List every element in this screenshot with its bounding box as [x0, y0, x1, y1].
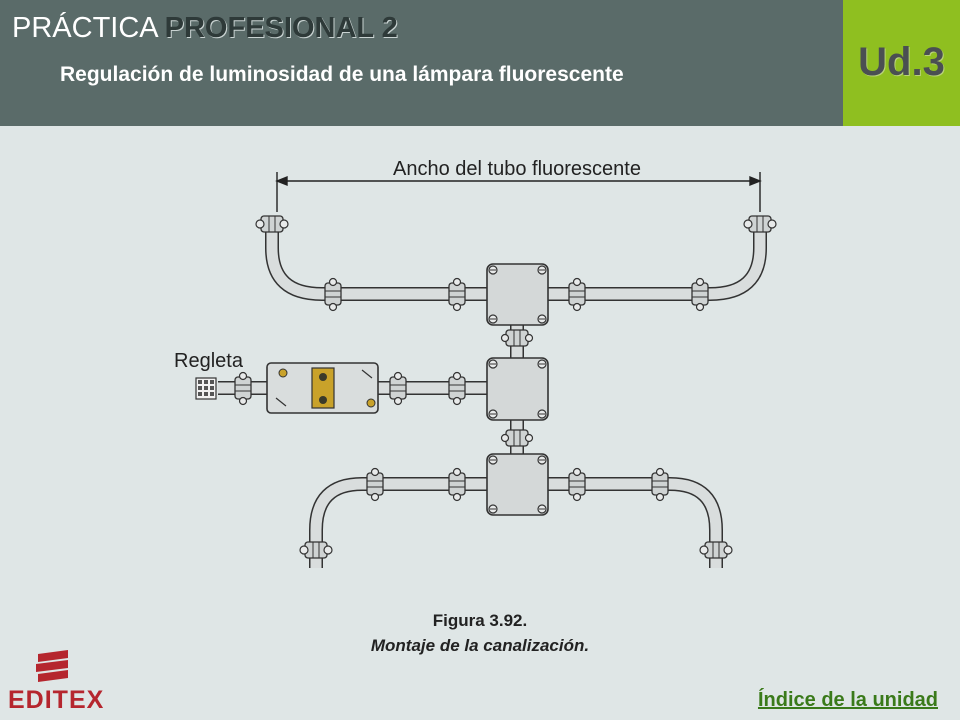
title-bold: PROFESIONAL 2	[164, 12, 398, 44]
unit-label: Ud.3	[858, 40, 945, 84]
title-light: PRÁCTICA	[12, 12, 159, 44]
junction-box-top	[486, 263, 549, 326]
terminal-connector	[195, 377, 217, 400]
publisher-logo-text: EDITEX	[8, 686, 105, 714]
dimension-label: Ancho del tubo fluorescente	[393, 158, 641, 180]
page-subtitle: Regulación de luminosidad de una lámpara…	[60, 63, 624, 86]
top-conduit	[265, 228, 767, 301]
figure-caption: Montaje de la canalización.	[370, 636, 590, 655]
unit-index-link[interactable]: Índice de la unidad	[757, 689, 938, 711]
regleta-label: Regleta	[174, 350, 244, 372]
unit-badge: Ud.3	[843, 0, 960, 126]
conduit-diagram: Ancho del tubo fluorescente	[174, 158, 777, 568]
editex-logo-icon	[36, 650, 68, 682]
regleta-box	[266, 362, 379, 414]
junction-box-middle	[486, 357, 549, 421]
dimension-line	[275, 172, 762, 212]
bottom-conduit	[309, 477, 723, 568]
figure-number: Figura 3.92.	[432, 611, 528, 630]
junction-box-bottom	[486, 453, 549, 516]
